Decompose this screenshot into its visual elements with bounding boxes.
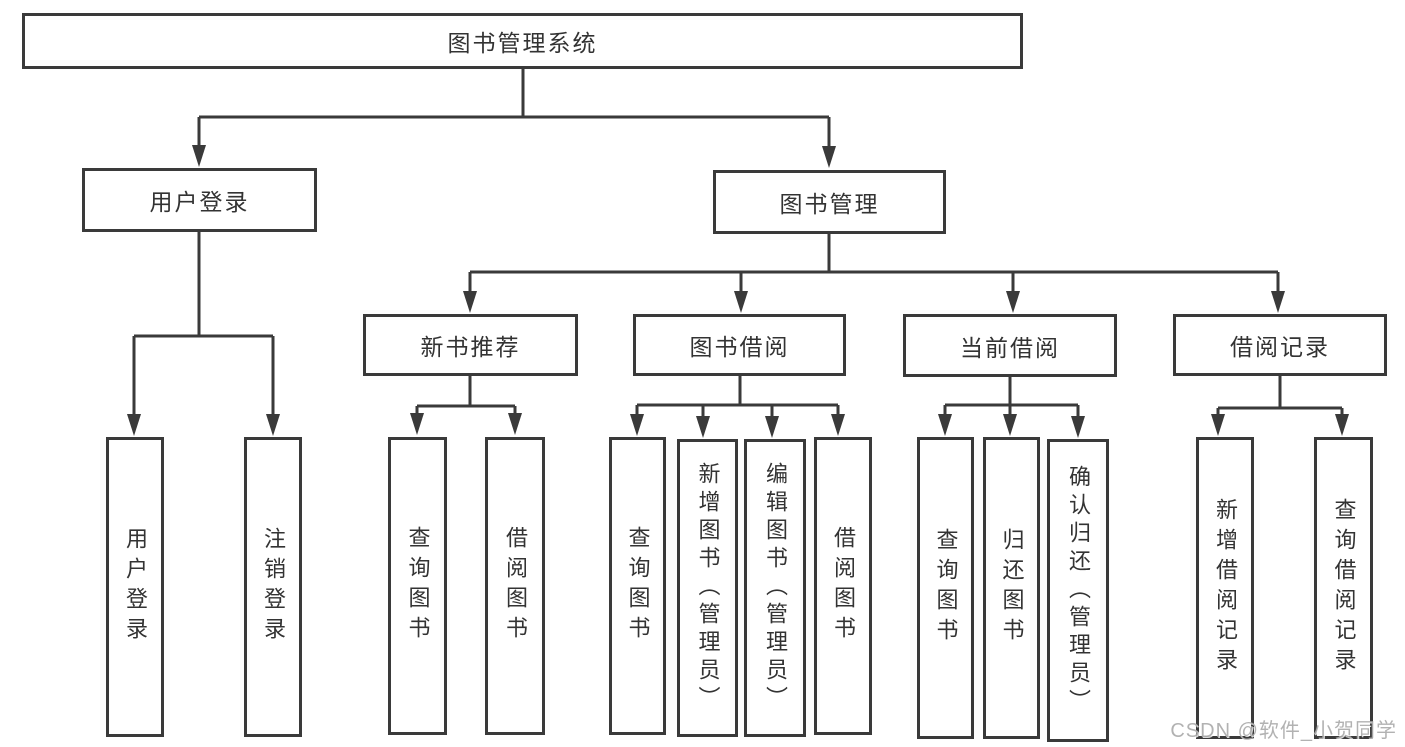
arrowhead <box>410 413 424 435</box>
leaf-label: 注销登录 <box>261 527 286 647</box>
leaf-newbook-borrow: 借阅图书 <box>485 437 545 735</box>
leaf-borrow-book: 借阅图书 <box>814 437 872 735</box>
arrowhead <box>1003 414 1017 436</box>
node-current-borrow: 当前借阅 <box>903 314 1117 377</box>
leaf-record-query: 查询借阅记录 <box>1314 437 1373 739</box>
arrowhead <box>938 414 952 436</box>
leaf-borrow-add-admin: 新增图书（管理员） <box>677 439 738 737</box>
leaf-label: 查询图书 <box>625 526 651 646</box>
arrowhead <box>463 291 477 313</box>
leaf-current-return: 归还图书 <box>983 437 1040 739</box>
leaf-borrow-query: 查询图书 <box>609 437 666 735</box>
leaf-label: 编辑图书（管理员） <box>763 462 788 714</box>
arrowhead <box>831 414 845 436</box>
arrowhead <box>822 146 836 168</box>
leaf-label: 借阅图书 <box>831 526 856 646</box>
node-book-borrow: 图书借阅 <box>633 314 846 376</box>
arrowhead <box>1335 414 1349 436</box>
node-borrow-records: 借阅记录 <box>1173 314 1387 376</box>
arrowhead <box>266 414 280 436</box>
csdn-watermark: CSDN @软件_小贺同学 <box>1170 720 1397 742</box>
arrowhead <box>734 291 748 313</box>
arrowhead <box>765 416 779 438</box>
leaf-current-query: 查询图书 <box>917 437 974 739</box>
leaf-label: 查询图书 <box>933 528 959 648</box>
leaf-label: 查询借阅记录 <box>1331 498 1357 678</box>
node-root-system: 图书管理系统 <box>22 13 1023 69</box>
node-new-book-recommend: 新书推荐 <box>363 314 578 376</box>
arrowhead <box>127 414 141 436</box>
leaf-label: 查询图书 <box>405 526 431 646</box>
arrowhead <box>696 416 710 438</box>
node-book-management: 图书管理 <box>713 170 946 234</box>
leaf-logout: 注销登录 <box>244 437 302 737</box>
leaf-label: 确认归还（管理员） <box>1066 464 1091 717</box>
arrowhead <box>508 413 522 435</box>
leaf-user-login: 用户登录 <box>106 437 164 737</box>
leaf-label: 新增图书（管理员） <box>695 462 721 714</box>
arrowhead <box>192 145 206 167</box>
leaf-label: 新增借阅记录 <box>1213 498 1238 678</box>
arrowhead <box>1006 291 1020 313</box>
arrowhead <box>1211 414 1225 436</box>
leaf-current-confirm-admin: 确认归还（管理员） <box>1047 439 1109 742</box>
leaf-label: 归还图书 <box>999 528 1025 648</box>
arrowhead <box>630 414 644 436</box>
leaf-borrow-edit-admin: 编辑图书（管理员） <box>744 439 806 737</box>
node-user-login: 用户登录 <box>82 168 317 232</box>
leaf-record-add: 新增借阅记录 <box>1196 437 1254 739</box>
arrowhead <box>1071 416 1085 438</box>
leaf-newbook-query: 查询图书 <box>388 437 447 735</box>
arrowhead <box>1271 291 1285 313</box>
leaf-label: 用户登录 <box>123 527 148 647</box>
leaf-label: 借阅图书 <box>503 526 528 646</box>
